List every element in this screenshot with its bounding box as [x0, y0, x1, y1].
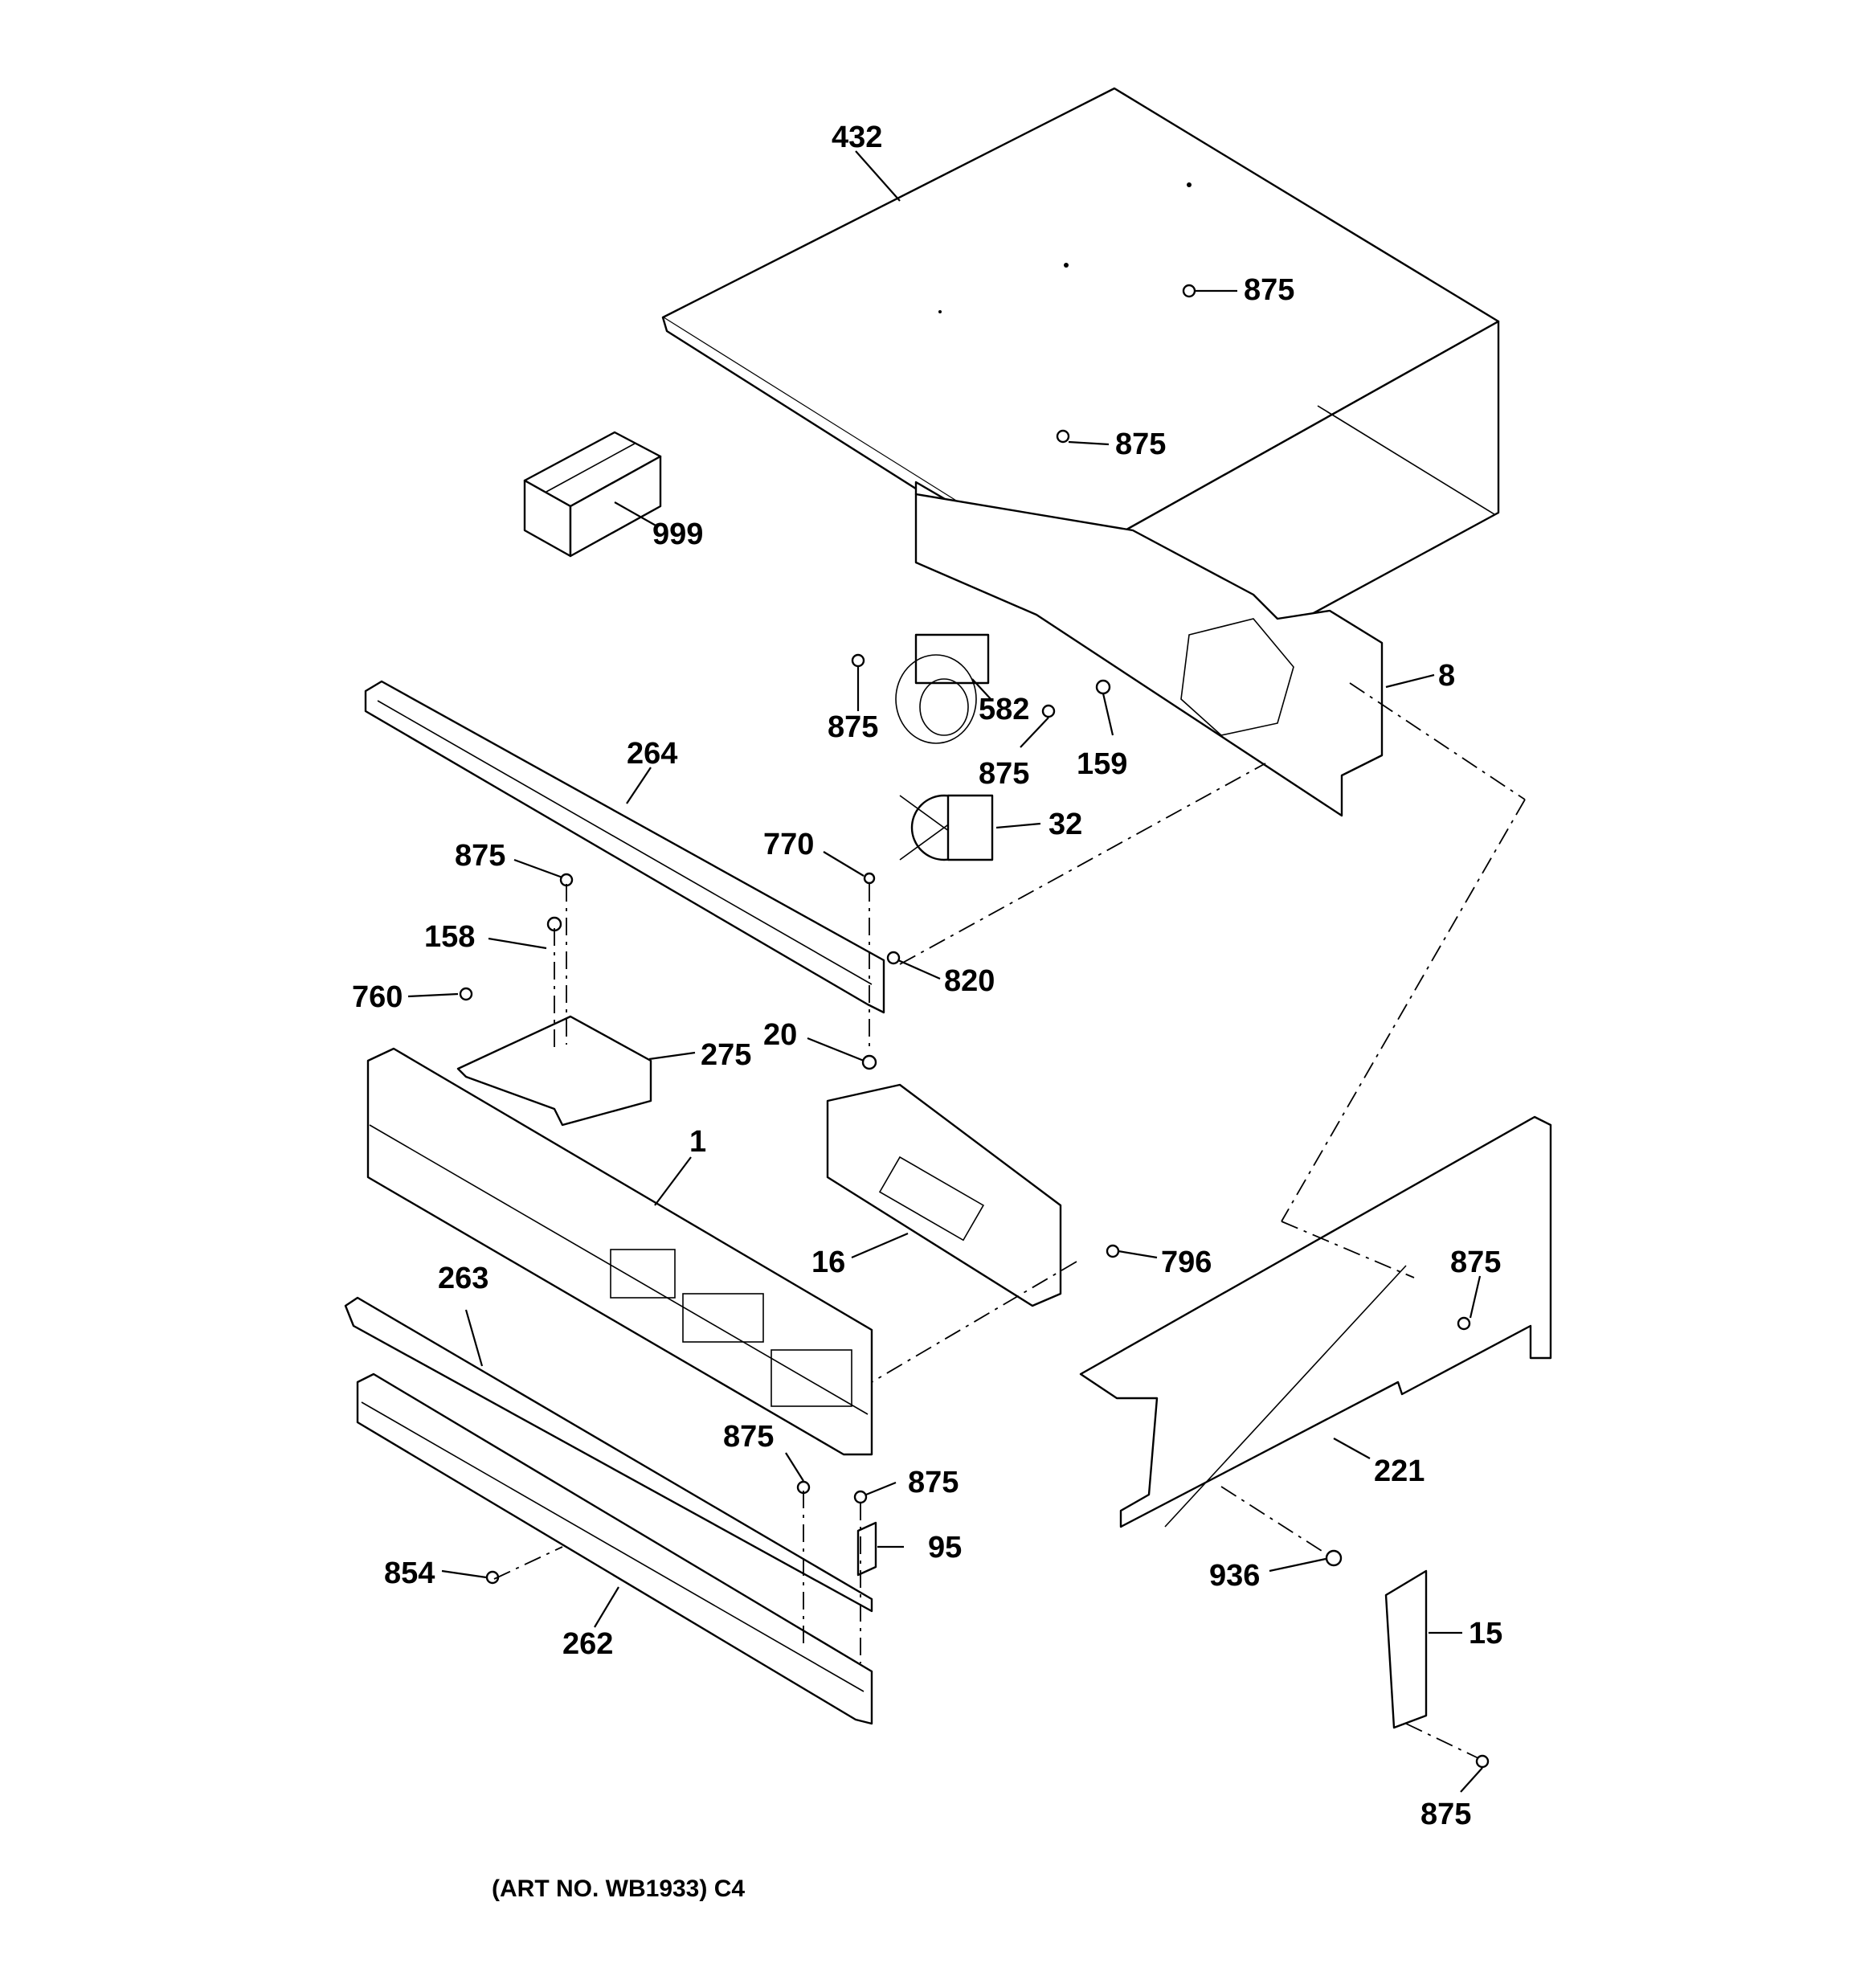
part-263-trim	[344, 1296, 873, 1613]
callout-875-bottom: 875	[1420, 1798, 1471, 1831]
callout-875-side-panel: 875	[1450, 1246, 1501, 1279]
callout-432: 432	[832, 121, 882, 154]
callout-820: 820	[944, 964, 995, 998]
part-221-side-panel	[1079, 1115, 1552, 1528]
callout-1: 1	[689, 1125, 706, 1159]
part-264-rail	[364, 680, 885, 1014]
callout-875-top-center: 875	[1115, 427, 1166, 461]
callout-20: 20	[763, 1018, 797, 1052]
explode-lines	[493, 682, 1526, 1759]
callout-582: 582	[979, 693, 1029, 726]
callout-275: 275	[701, 1038, 751, 1072]
part-999-box	[523, 431, 662, 558]
part-15-bracket	[1384, 1569, 1428, 1729]
screws	[459, 284, 1490, 1769]
callout-854: 854	[384, 1556, 435, 1590]
part-16-control-board	[826, 1083, 1062, 1307]
callout-16: 16	[811, 1246, 845, 1279]
callout-263: 263	[438, 1262, 488, 1295]
keypad-grid	[610, 1249, 852, 1407]
callout-159: 159	[1077, 747, 1127, 781]
callout-875-left: 875	[455, 839, 505, 873]
callout-875-motor-left: 875	[828, 710, 878, 744]
part-1-control-panel	[366, 1047, 873, 1456]
part-32-fan	[899, 794, 994, 861]
leader-lines	[407, 150, 1483, 1793]
callout-770: 770	[763, 828, 814, 861]
callout-875-top-right: 875	[1244, 273, 1294, 307]
callout-999: 999	[652, 517, 703, 551]
callout-264: 264	[627, 737, 677, 771]
callout-labels: 432 875 875 999 8 582 875 875 159 264 32…	[352, 121, 1502, 1831]
callout-221: 221	[1374, 1454, 1425, 1488]
callout-936: 936	[1209, 1559, 1260, 1593]
callout-760: 760	[352, 980, 403, 1014]
art-number-caption: (ART NO. WB1933) C4	[492, 1876, 745, 1902]
part-262-grille	[356, 1372, 873, 1725]
part-8-bracket	[914, 493, 1384, 817]
callout-15: 15	[1469, 1617, 1502, 1651]
callout-875-lower-right: 875	[908, 1466, 959, 1499]
part-95-clip	[856, 1521, 877, 1577]
callout-796: 796	[1161, 1246, 1212, 1279]
part-582-motor	[895, 633, 990, 744]
callout-158: 158	[424, 920, 475, 954]
callout-875-lower-left: 875	[723, 1420, 774, 1454]
callout-95: 95	[928, 1531, 962, 1565]
callout-875-motor-right: 875	[979, 757, 1029, 791]
part-275-bracket	[456, 1015, 652, 1127]
callout-262: 262	[562, 1627, 613, 1661]
callout-32: 32	[1048, 808, 1082, 841]
callout-8: 8	[1438, 659, 1455, 693]
